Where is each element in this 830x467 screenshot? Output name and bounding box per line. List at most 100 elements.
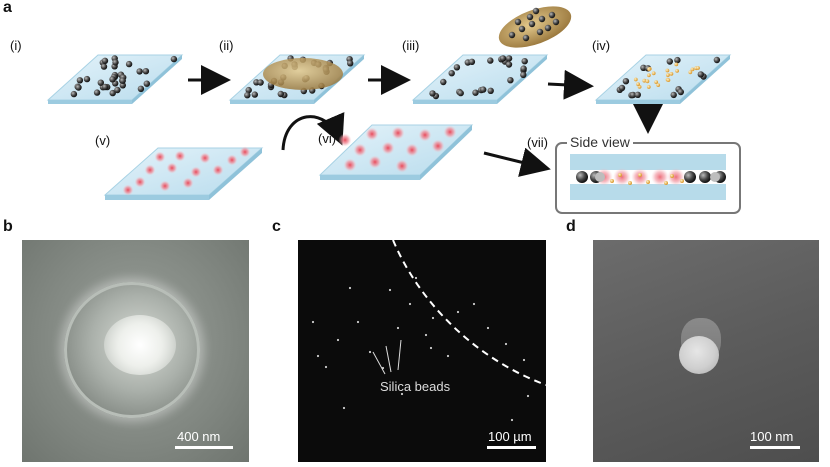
silica-bead <box>684 171 696 183</box>
fluorescent-spot <box>174 150 186 162</box>
fluorescent-spot <box>368 155 382 169</box>
arrow-iii-iv <box>547 69 594 100</box>
silica-bead-dot <box>316 354 320 358</box>
silica-beads-annotation: Silica beads <box>380 379 451 394</box>
silica-bead <box>70 90 78 98</box>
silica-bead-dot <box>456 310 460 314</box>
step-label-iv: (iv) <box>592 38 611 53</box>
silica-bead <box>505 55 513 62</box>
silica-bead <box>697 71 704 78</box>
gold-particle <box>666 73 670 77</box>
silica-bead <box>244 92 251 99</box>
silica-bead <box>634 91 641 99</box>
panel-c-overlay <box>311 240 546 422</box>
silica-bead <box>429 90 436 97</box>
gold-particle <box>654 80 659 84</box>
panel-a-schematic <box>46 6 741 214</box>
silica-bead <box>440 78 447 86</box>
slide-i-beads <box>70 55 178 98</box>
silica-bead <box>520 71 527 79</box>
side-view-bottom-glass <box>570 184 726 200</box>
silica-bead <box>544 24 552 32</box>
panel-c-scale-label: 100 µm <box>488 429 532 444</box>
silica-bead <box>277 90 284 98</box>
fluorescent-spot <box>343 158 357 172</box>
dashed-boundary-line <box>392 240 546 386</box>
silica-bead <box>472 89 479 96</box>
silica-bead <box>499 55 507 62</box>
silica-bead <box>468 58 476 65</box>
fluorescent-spot <box>431 139 445 153</box>
silica-bead-dot <box>356 320 360 324</box>
silica-bead <box>526 13 534 21</box>
silica-bead <box>710 172 720 182</box>
fluorescent-spot <box>381 141 395 155</box>
gold-particle <box>674 62 679 67</box>
silica-bead <box>674 56 681 64</box>
silica-bead <box>101 83 109 91</box>
silica-bead <box>576 171 588 183</box>
fluorescent-spot <box>353 143 367 157</box>
silica-bead <box>487 87 494 95</box>
silica-bead-dot <box>414 276 418 280</box>
pointer-line-1 <box>372 351 386 375</box>
silica-bead-dot <box>429 346 433 350</box>
panel-d-sem-image: 100 nm <box>593 240 819 462</box>
silica-bead-dot <box>368 350 372 354</box>
panel-c-scale-bar <box>487 446 536 449</box>
silica-bead-dot <box>388 288 392 292</box>
silica-bead <box>666 58 673 65</box>
silica-bead-dot <box>396 326 400 330</box>
fluorescent-spot <box>365 127 379 141</box>
step-label-v: (v) <box>95 133 111 148</box>
gold-particle <box>669 72 674 76</box>
pdms-pad-ii <box>263 58 343 90</box>
fluorescent-spot <box>190 166 202 178</box>
silica-bead <box>109 89 116 97</box>
step-label-vii: (vii) <box>527 135 548 150</box>
micro-pillar-top <box>679 336 719 374</box>
slide-vi-spots <box>338 125 457 173</box>
silica-bead <box>618 84 626 92</box>
gold-particle <box>666 78 671 82</box>
slide-iii <box>411 54 549 104</box>
silica-bead-dot <box>504 342 508 346</box>
silica-bead <box>143 80 150 87</box>
gold-particle <box>688 70 693 75</box>
side-view-title: Side view <box>567 134 633 150</box>
silica-bead-dot <box>408 302 412 306</box>
fluorescent-spot <box>395 159 409 173</box>
silica-bead <box>76 77 84 84</box>
side-view-beads <box>576 168 726 186</box>
silica-bead <box>536 28 544 36</box>
silica-bead-dot <box>348 286 352 290</box>
silica-bead <box>137 85 145 93</box>
silica-bead-dot <box>510 418 514 422</box>
pointer-line-3 <box>397 339 402 371</box>
silica-bead <box>487 57 494 64</box>
silica-bead <box>125 60 133 68</box>
panel-d-scale-bar <box>750 446 800 449</box>
gold-particle <box>670 174 674 178</box>
gold-particle <box>690 67 695 72</box>
fluorescent-glow <box>667 168 685 186</box>
silica-bead <box>75 84 82 91</box>
silica-bead <box>245 86 252 94</box>
panel-c-dark-field-image: Silica beads 100 µm <box>298 240 546 462</box>
silica-bead <box>457 89 464 97</box>
gold-particle <box>636 82 640 87</box>
silica-bead-dot <box>526 394 530 398</box>
silica-bead-dot <box>522 358 526 362</box>
silica-bead <box>518 25 526 33</box>
fluorescent-spot <box>159 180 171 192</box>
arrow-v-vi <box>281 112 345 151</box>
slide-iv-beads <box>616 56 721 99</box>
fluorescent-spot <box>122 184 134 196</box>
panel-d-letter: d <box>566 218 576 235</box>
silica-bead <box>480 86 487 93</box>
fluorescent-spot <box>166 162 178 174</box>
panel-b-letter: b <box>3 218 13 235</box>
silica-bead <box>532 7 540 15</box>
fluorescent-glow <box>651 168 669 186</box>
silica-bead <box>528 20 536 28</box>
